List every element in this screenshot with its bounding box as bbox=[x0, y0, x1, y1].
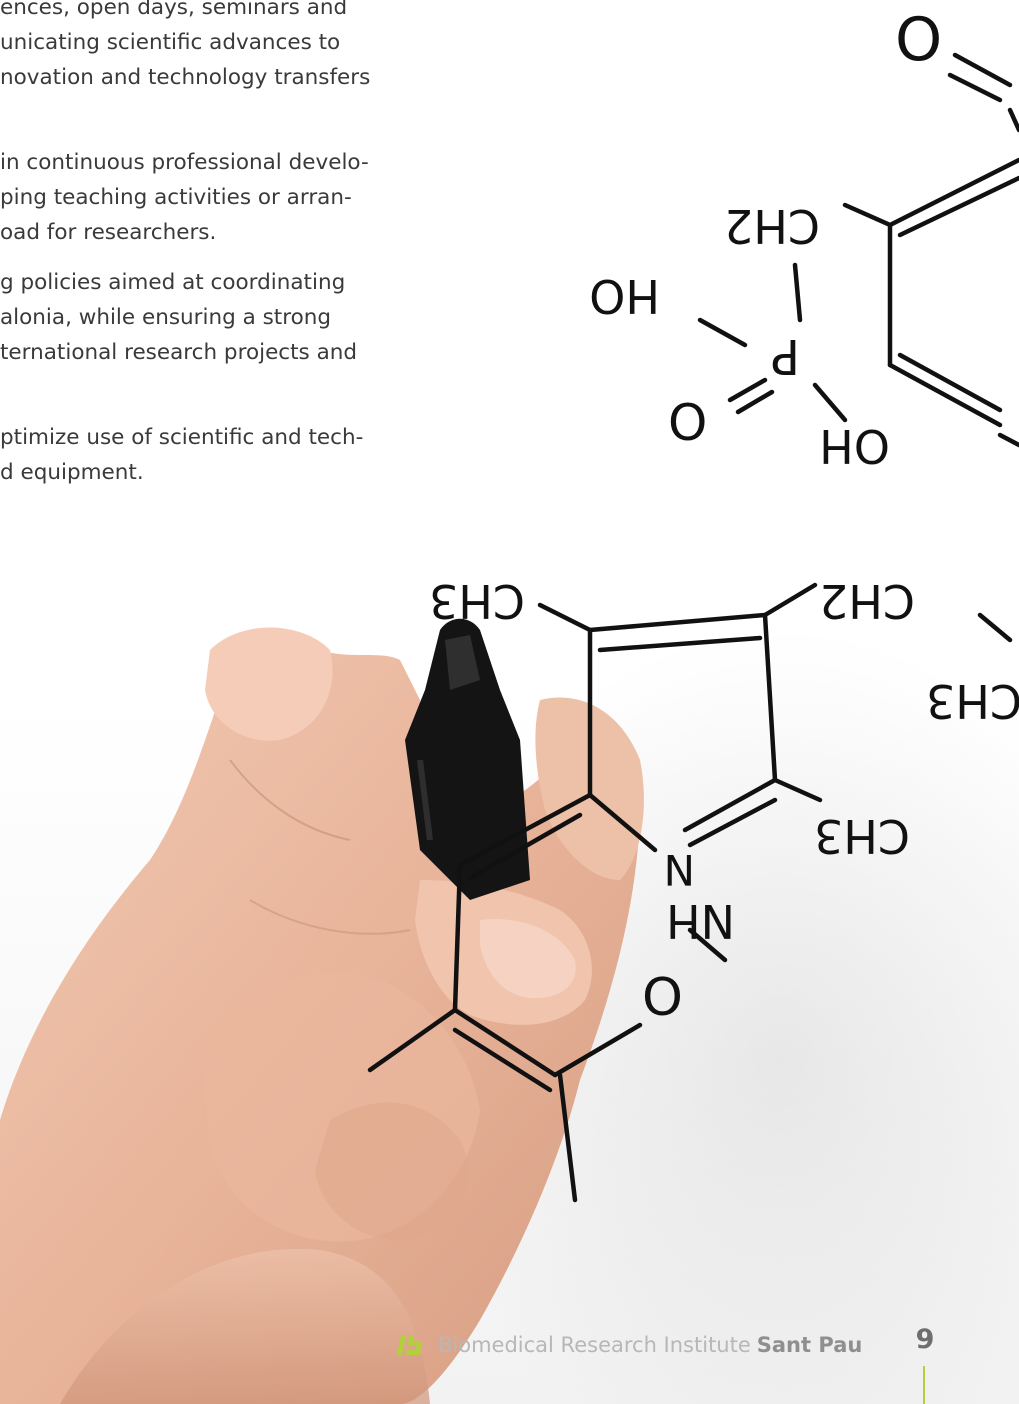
text-line: ping teaching activities or arran- bbox=[0, 185, 352, 210]
label-o-low: O bbox=[668, 394, 707, 452]
page-number-rule bbox=[923, 1366, 925, 1404]
molecule-labels: O CH2 HO P O OH CH3 CH2 CH3 CH3 N NH O bbox=[429, 5, 1019, 1028]
label-ch2-mid: CH2 bbox=[819, 574, 915, 628]
label-ch3-mid: CH3 bbox=[429, 574, 525, 628]
label-o-ring: O bbox=[642, 968, 683, 1028]
text-line: ternational research projects and bbox=[0, 340, 358, 365]
label-o: O bbox=[895, 5, 942, 75]
page-number: 9 bbox=[915, 1324, 935, 1355]
text-line: g policies aimed at coordinating bbox=[0, 270, 346, 295]
text-line: in continuous professional develo- bbox=[0, 150, 369, 175]
label-ho: HO bbox=[589, 269, 660, 323]
institute-logo-icon bbox=[397, 1335, 422, 1355]
label-p: P bbox=[771, 328, 800, 384]
label-n: N bbox=[664, 845, 695, 894]
body-text: ences, open days, seminars and unicating… bbox=[0, 0, 420, 505]
label-ch2: CH2 bbox=[724, 199, 820, 253]
paragraph-policies: g policies aimed at coordinating alonia,… bbox=[0, 265, 420, 370]
label-nh: NH bbox=[666, 894, 735, 948]
text-line: novation and technology transfers bbox=[0, 65, 371, 90]
molecule-bonds bbox=[367, 52, 1019, 1203]
hand bbox=[0, 627, 644, 1404]
text-line: d equipment. bbox=[0, 460, 144, 485]
institute-name-bold: Sant Pau bbox=[756, 1333, 863, 1357]
label-oh: OH bbox=[819, 419, 890, 473]
institute-name: Biomedical Research Institute bbox=[438, 1333, 751, 1357]
paragraph-training: in continuous professional develo- ping … bbox=[0, 145, 420, 250]
label-ch3-right: CH3 bbox=[926, 674, 1019, 728]
text-line: unicating scientific advances to bbox=[0, 30, 341, 55]
footer-institute: Biomedical Research Institute Sant Pau bbox=[396, 1328, 862, 1362]
text-line: ptimize use of scientific and tech- bbox=[0, 425, 364, 450]
text-line: ences, open days, seminars and bbox=[0, 0, 348, 20]
paragraph-dissemination: ences, open days, seminars and unicating… bbox=[0, 0, 420, 95]
paragraph-resources: ptimize use of scientific and tech- d eq… bbox=[0, 420, 420, 490]
marker-pen bbox=[405, 618, 530, 900]
label-ch3-lower: CH3 bbox=[814, 809, 910, 863]
text-line: alonia, while ensuring a strong bbox=[0, 305, 332, 330]
text-line: oad for researchers. bbox=[0, 220, 217, 245]
